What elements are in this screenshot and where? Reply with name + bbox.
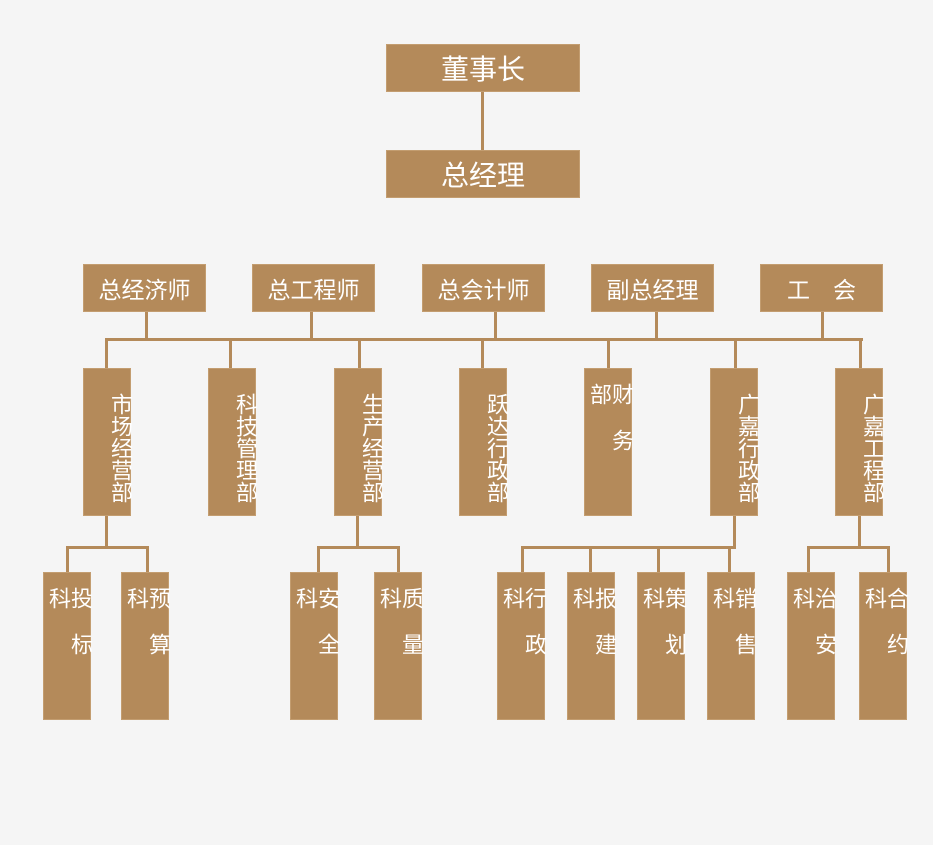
executive-box-label: 总会计师 <box>437 278 530 304</box>
connector-line <box>589 547 592 572</box>
section-box: 策划科 <box>637 572 686 720</box>
connector-line <box>807 546 890 549</box>
department-box: 市场经营部 <box>83 368 132 516</box>
connector-line <box>807 547 810 572</box>
section-box: 销售科 <box>707 572 756 720</box>
executive-box: 副总经理 <box>591 264 714 312</box>
connector-line <box>859 339 862 368</box>
department-box: 广嘉行政部 <box>710 368 759 516</box>
section-box-label: 合约科 <box>861 587 908 679</box>
section-box-label: 治安科 <box>789 587 836 679</box>
connector-line <box>734 339 737 368</box>
connector-line <box>229 339 232 368</box>
connector-line <box>66 547 69 572</box>
connector-line <box>317 546 400 549</box>
department-box: 科技管理部 <box>208 368 257 516</box>
section-box: 安全科 <box>290 572 339 720</box>
section-box: 报建科 <box>567 572 616 720</box>
department-box: 跃达行政部 <box>459 368 508 516</box>
general-manager-box: 总经理 <box>386 150 580 198</box>
connector-line <box>728 547 731 572</box>
section-box-label: 投标科 <box>45 587 92 679</box>
section-box-label: 销售科 <box>709 587 756 679</box>
general-manager-box-label: 总经理 <box>440 159 525 192</box>
section-box-label: 安全科 <box>292 587 339 679</box>
section-box: 行政科 <box>497 572 546 720</box>
chairman-box-label: 董事长 <box>440 53 525 86</box>
department-box-label: 财务部 <box>586 383 633 475</box>
connector-line <box>145 311 148 339</box>
executive-box-label: 总工程师 <box>267 278 360 304</box>
connector-line <box>397 547 400 572</box>
connector-line <box>521 547 524 572</box>
executive-box-label: 副总经理 <box>606 278 699 304</box>
connector-line <box>66 546 149 549</box>
connector-line <box>310 311 313 339</box>
connector-line <box>821 311 824 339</box>
executive-box: 工 会 <box>760 264 883 312</box>
connector-line <box>105 339 108 368</box>
connector-line <box>356 515 359 547</box>
connector-line <box>887 547 890 572</box>
department-box-label: 广嘉行政部 <box>734 393 759 503</box>
department-box: 广嘉工程部 <box>835 368 884 516</box>
connector-line <box>733 515 736 547</box>
section-box: 质量科 <box>374 572 423 720</box>
section-box: 投标科 <box>43 572 92 720</box>
connector-line <box>481 339 484 368</box>
section-box: 预算科 <box>121 572 170 720</box>
executive-box: 总会计师 <box>422 264 545 312</box>
department-box-label: 市场经营部 <box>107 393 132 503</box>
section-box-label: 策划科 <box>639 587 686 679</box>
department-box-label: 科技管理部 <box>232 393 257 503</box>
connector-line <box>655 311 658 339</box>
department-box-label: 跃达行政部 <box>483 393 508 503</box>
connector-line <box>146 547 149 572</box>
section-box: 治安科 <box>787 572 836 720</box>
section-box-label: 预算科 <box>123 587 170 679</box>
executive-box: 总经济师 <box>83 264 206 312</box>
connector-line <box>481 91 484 150</box>
department-box-label: 生产经营部 <box>358 393 383 503</box>
department-box: 生产经营部 <box>334 368 383 516</box>
executive-box-label: 工 会 <box>787 278 856 304</box>
connector-line <box>358 339 361 368</box>
section-box: 合约科 <box>859 572 908 720</box>
connector-line <box>494 311 497 339</box>
chairman-box: 董事长 <box>386 44 580 92</box>
section-box-label: 报建科 <box>569 587 616 679</box>
department-box-label: 广嘉工程部 <box>859 393 884 503</box>
executive-box: 总工程师 <box>252 264 375 312</box>
department-box: 财务部 <box>584 368 633 516</box>
executive-box-label: 总经济师 <box>98 278 191 304</box>
connector-line <box>858 515 861 547</box>
connector-line <box>317 547 320 572</box>
connector-line <box>521 546 736 549</box>
section-box-label: 质量科 <box>376 587 423 679</box>
connector-line <box>657 547 660 572</box>
connector-line <box>105 515 108 547</box>
connector-line <box>105 338 863 341</box>
connector-line <box>607 339 610 368</box>
section-box-label: 行政科 <box>499 587 546 679</box>
